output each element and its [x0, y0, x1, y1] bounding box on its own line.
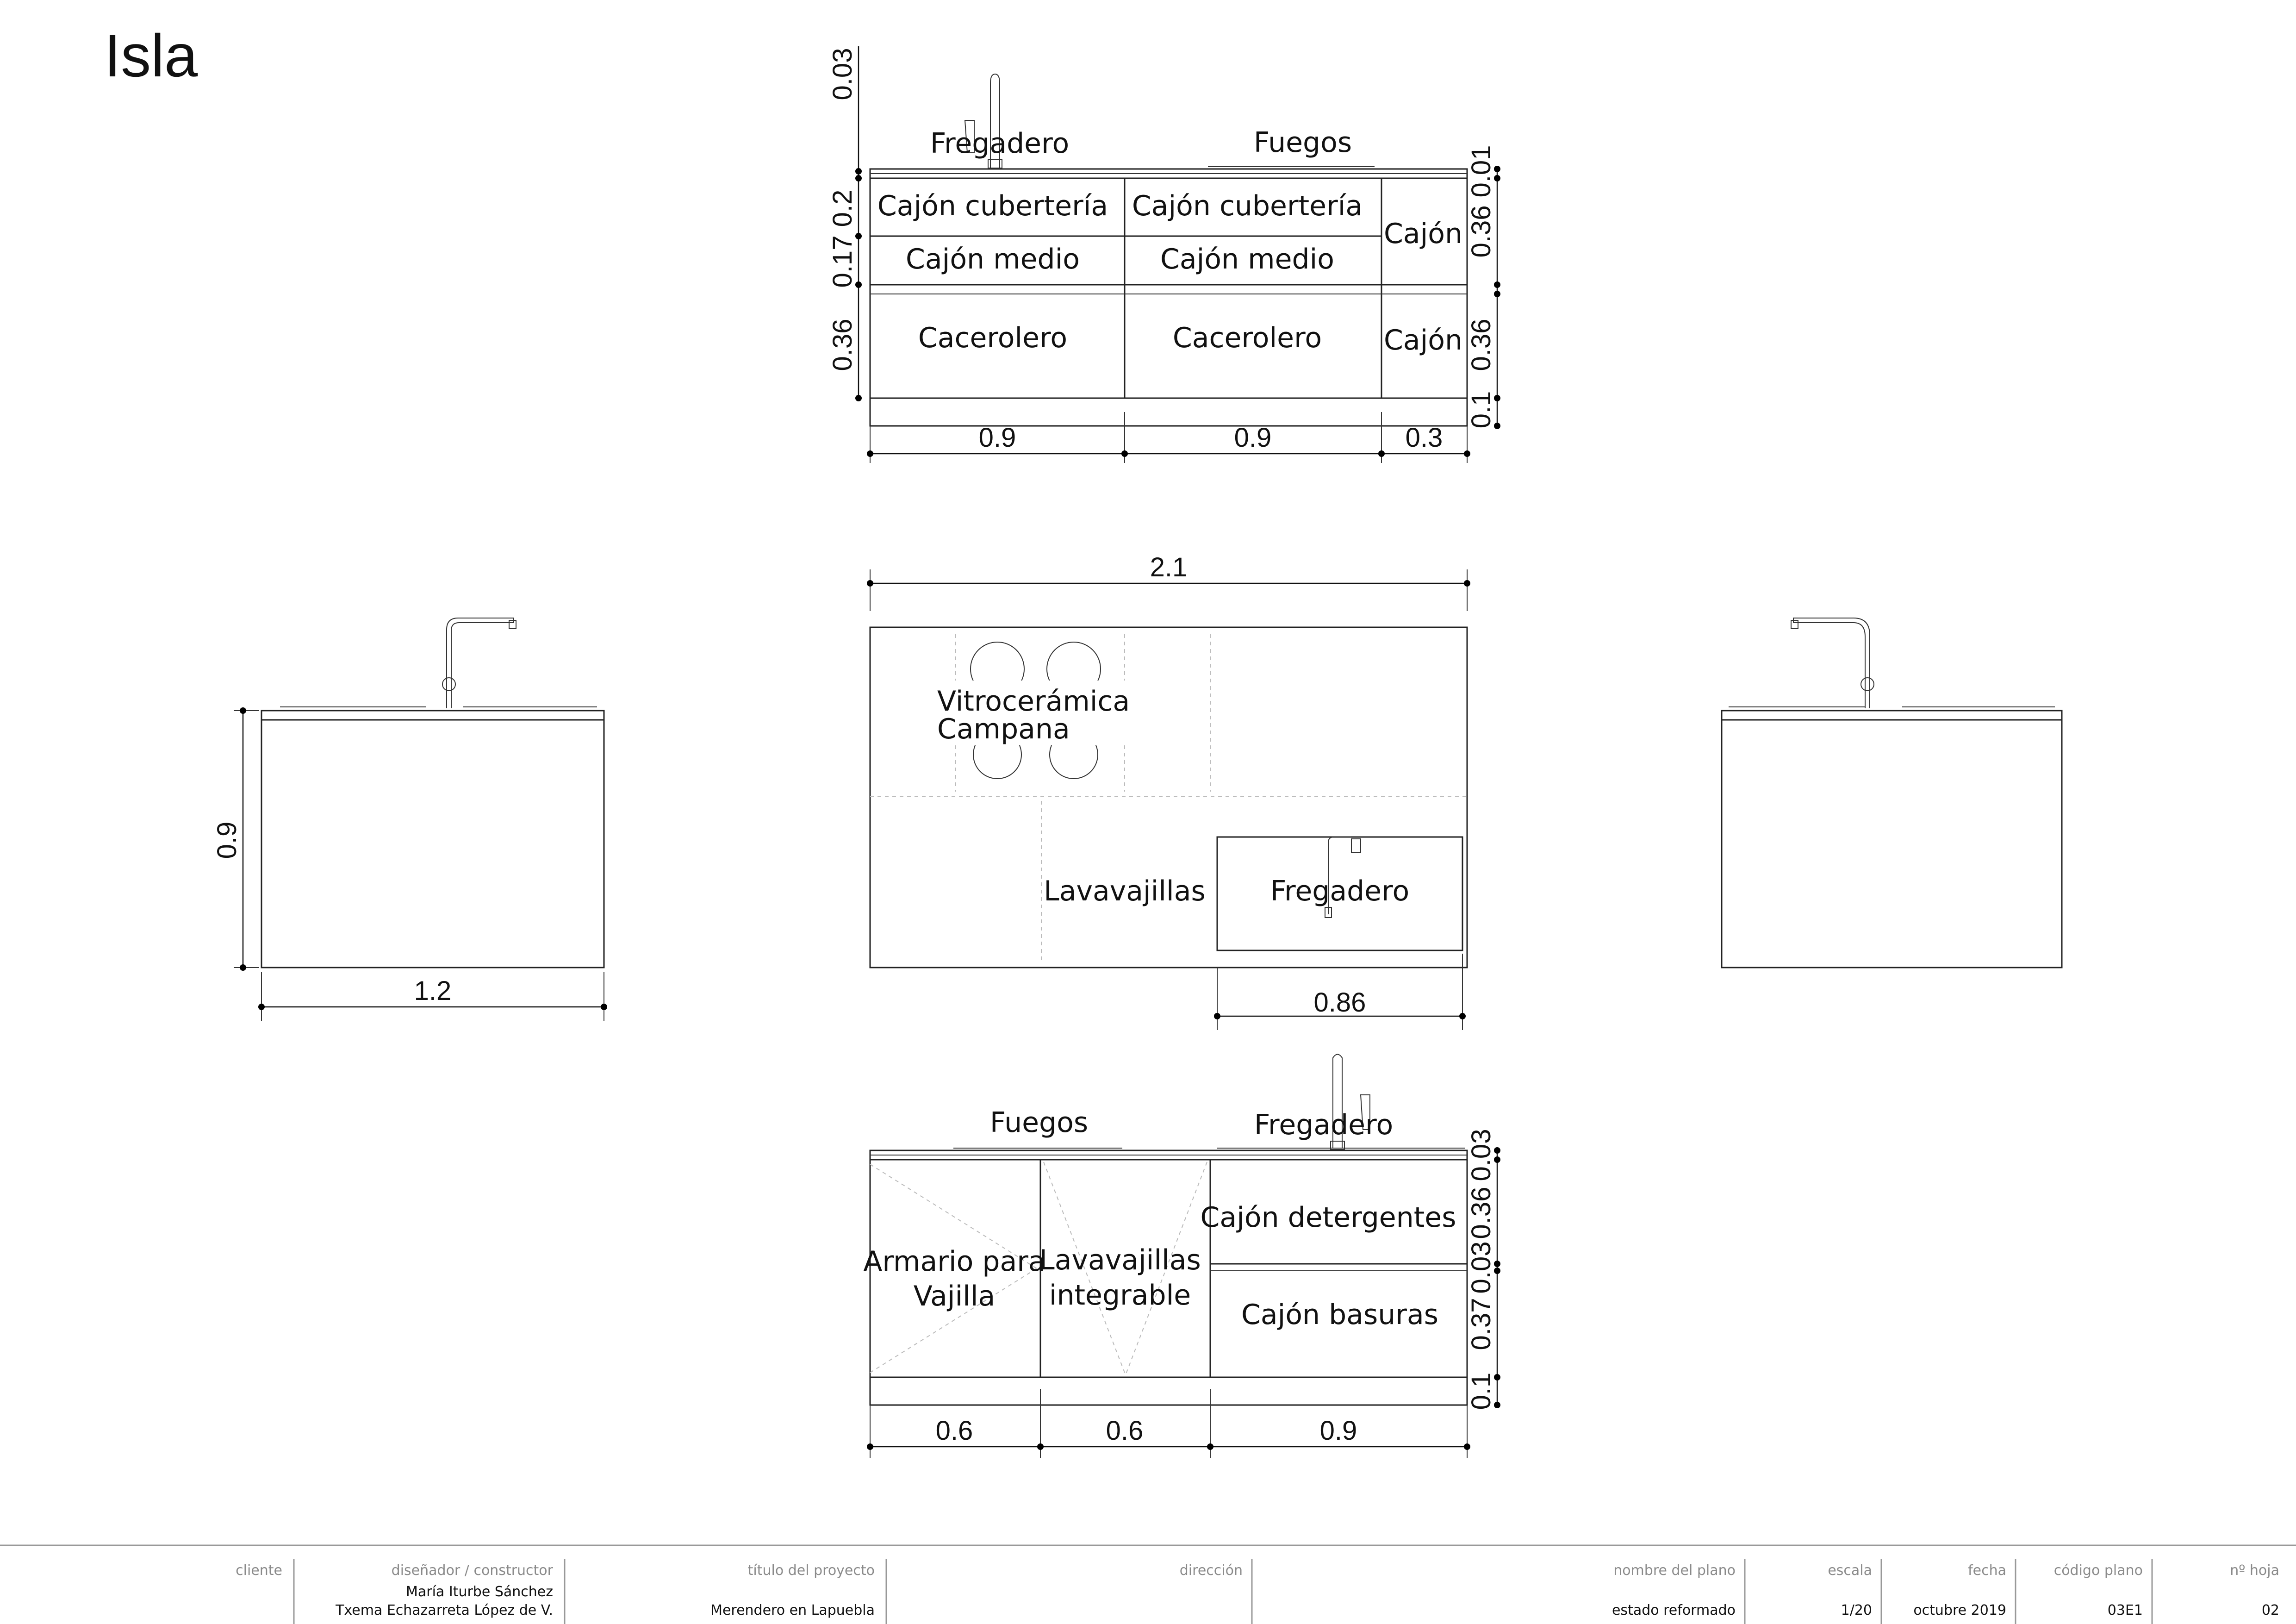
- plan-label-hob: Vitrocerámica: [937, 685, 1130, 718]
- back-label-hob: Fuegos: [990, 1106, 1088, 1139]
- side-view-left: 0.9 1.2: [212, 618, 607, 1021]
- back-dim-right-0: 0.03: [1466, 1129, 1496, 1181]
- back-dim-bottom-1: 0.6: [1106, 1416, 1144, 1446]
- sheet-title: Isla: [104, 22, 198, 89]
- tb-sheet-no: 02: [2262, 1602, 2279, 1618]
- tb-project: Merendero en Lapuebla: [710, 1602, 875, 1618]
- plan-label-sink: Fregadero: [1270, 875, 1409, 907]
- tb-header-code: código plano: [2054, 1562, 2143, 1579]
- plan-dim-sink: 0.86: [1314, 987, 1366, 1018]
- faucet-icon: [1330, 1054, 1370, 1150]
- faucet-icon: [964, 73, 1002, 169]
- back-elevation: Fuegos Fregadero Armario para Vajilla La…: [863, 1054, 1500, 1458]
- back-dim-right-3: 0.37: [1466, 1298, 1496, 1350]
- back-dim-right-4: 0.1: [1466, 1373, 1496, 1410]
- tb-header-sheet-no: nº hoja: [2230, 1562, 2279, 1579]
- back-dim-right-1: 0.36: [1466, 1187, 1496, 1239]
- back-label-sink: Fregadero: [1254, 1109, 1393, 1141]
- front-dim-left-0: 0.03: [828, 48, 858, 100]
- plan-label-hood: Campana: [937, 713, 1070, 745]
- front-dim-right-2: 0.36: [1466, 319, 1496, 371]
- front-dim-right-3: 0.1: [1466, 391, 1496, 429]
- front-elevation: Fregadero Fuegos Cajón cubertería Cajón …: [828, 46, 1500, 463]
- tb-date: octubre 2019: [1913, 1602, 2006, 1618]
- front-dim-bottom-0: 0.9: [979, 423, 1016, 453]
- tb-designer-2: Txema Echazarreta López de V.: [335, 1602, 553, 1618]
- tb-header-project: título del proyecto: [748, 1562, 875, 1579]
- front-label-middle-drawer-2: Cajón medio: [1160, 243, 1334, 275]
- front-dim-left-2: 0.17: [828, 236, 858, 288]
- front-dim-right-1: 0.36: [1466, 206, 1496, 258]
- front-label-sink: Fregadero: [930, 127, 1069, 160]
- side-dim-height: 0.9: [212, 822, 242, 859]
- tb-code: 03E1: [2108, 1602, 2143, 1618]
- front-label-drawer-upper: Cajón: [1384, 218, 1462, 250]
- faucet-icon: [442, 618, 516, 708]
- front-dim-bottom-2: 0.3: [1406, 423, 1443, 453]
- tb-designer-1: María Iturbe Sánchez: [406, 1584, 553, 1600]
- front-dim-left-1: 0.2: [828, 190, 858, 227]
- back-label-detergent-drawer: Cajón detergentes: [1201, 1201, 1456, 1234]
- front-label-drawer-lower: Cajón: [1384, 324, 1462, 356]
- side-view-right: [1721, 618, 2063, 968]
- faucet-icon: [1325, 837, 1361, 918]
- front-dim-right-0: 0.01: [1466, 145, 1496, 198]
- front-label-pot-drawer-2: Cacerolero: [1173, 322, 1322, 354]
- tb-header-designer: diseñador / constructor: [392, 1562, 554, 1579]
- tb-header-address: dirección: [1180, 1562, 1243, 1579]
- faucet-icon: [1791, 618, 1874, 708]
- back-dim-bottom-2: 0.9: [1320, 1416, 1357, 1446]
- tb-header-client: cliente: [236, 1562, 282, 1579]
- plan-view: 2.1 Vitrocerámica Campana Lavavajillas F…: [867, 552, 1470, 1030]
- tb-header-plan-name: nombre del plano: [1613, 1562, 1736, 1579]
- front-label-cutlery-drawer-1: Cajón cubertería: [877, 190, 1108, 222]
- plan-dim-total: 2.1: [1150, 552, 1188, 582]
- tb-scale: 1/20: [1841, 1602, 1872, 1618]
- back-label-dishwasher-2: integrable: [1049, 1279, 1191, 1312]
- back-label-cupboard-1: Armario para: [863, 1245, 1045, 1278]
- side-dim-width: 1.2: [414, 976, 452, 1006]
- back-dim-right-2: 0.03: [1466, 1242, 1496, 1294]
- front-label-cutlery-drawer-2: Cajón cubertería: [1132, 190, 1363, 222]
- front-dim-left-3: 0.36: [828, 319, 858, 371]
- front-label-pot-drawer-1: Cacerolero: [918, 322, 1067, 354]
- back-label-dishwasher-1: Lavavajillas: [1039, 1244, 1201, 1276]
- title-block: cliente diseñador / constructor título d…: [0, 1544, 2296, 1624]
- tb-header-date: fecha: [1968, 1562, 2006, 1579]
- back-label-cupboard-2: Vajilla: [914, 1280, 996, 1312]
- front-dim-bottom-1: 0.9: [1234, 423, 1272, 453]
- front-label-hob: Fuegos: [1254, 126, 1352, 159]
- tb-header-scale: escala: [1828, 1562, 1872, 1579]
- tb-plan-name: estado reformado: [1612, 1602, 1736, 1618]
- back-label-waste-drawer: Cajón basuras: [1241, 1299, 1438, 1331]
- back-dim-bottom-0: 0.6: [936, 1416, 973, 1446]
- plan-label-dishwasher: Lavavajillas: [1044, 875, 1205, 907]
- front-label-middle-drawer-1: Cajón medio: [906, 243, 1080, 275]
